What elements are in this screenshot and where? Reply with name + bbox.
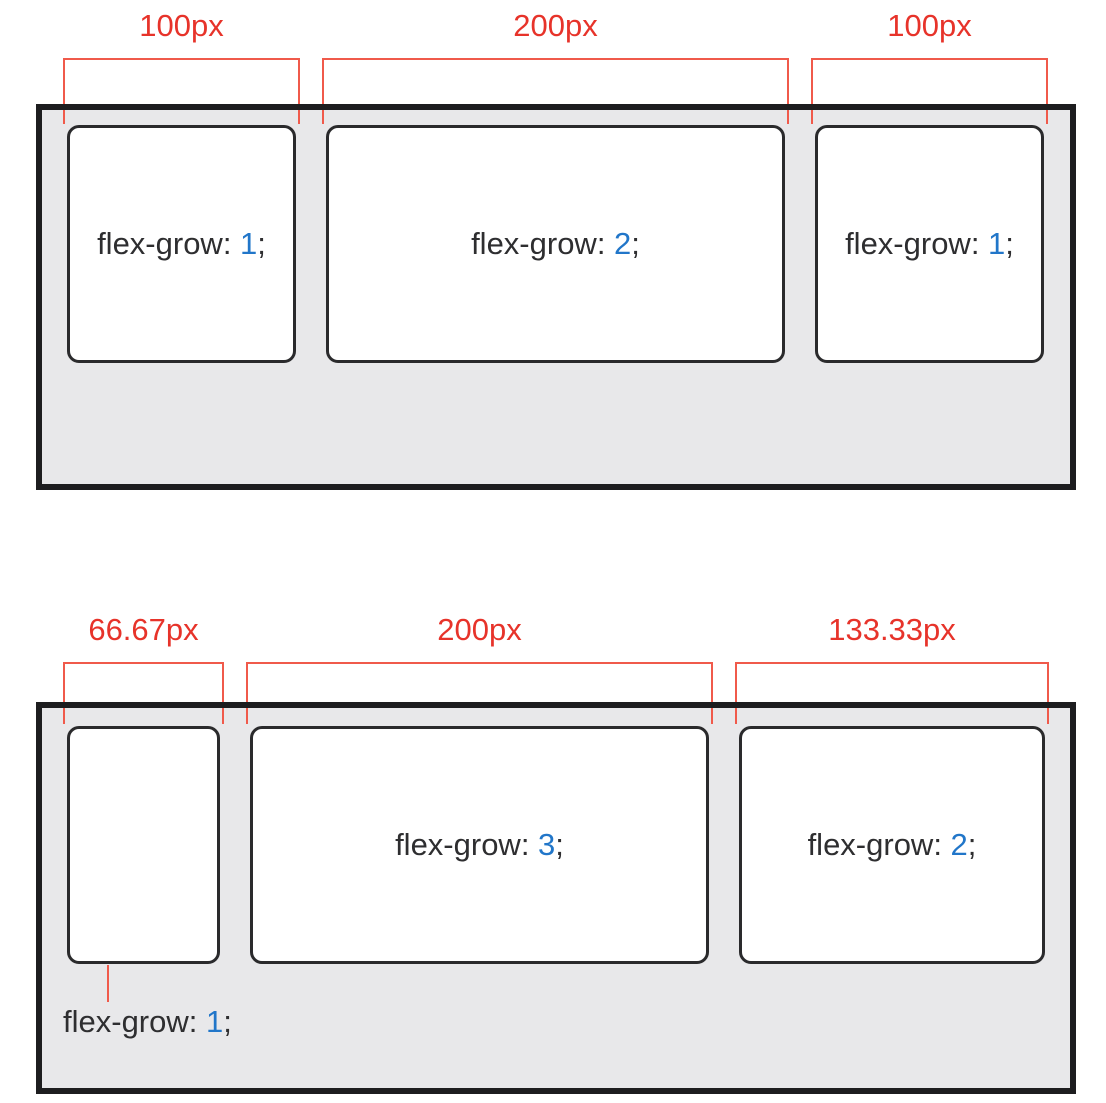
bracket-tick: [787, 110, 789, 124]
code-semicolon: ;: [555, 827, 564, 862]
code-label: flex-grow: 2;: [471, 226, 640, 262]
callout-line: [107, 965, 109, 1002]
callout-code-label: flex-grow: 1;: [63, 1002, 232, 1042]
bracket-tick: [811, 110, 813, 124]
code-value: 2: [950, 827, 968, 862]
measurement-label: 200px: [437, 612, 522, 647]
measurement-second-item: 200px: [322, 6, 789, 123]
measurement-label: 133.33px: [828, 612, 956, 647]
bracket-tick: [322, 110, 324, 124]
code-label: flex-grow: 1;: [845, 226, 1014, 262]
measurement-first-item: 66.67px: [63, 610, 224, 724]
code-property: flex-grow:: [63, 1004, 206, 1039]
flex-item-grow-1-small: [67, 726, 220, 964]
measurement-label: 200px: [513, 8, 598, 43]
bracket-tick: [1047, 708, 1049, 724]
code-property: flex-grow:: [845, 226, 989, 261]
code-property: flex-grow:: [395, 827, 539, 862]
bracket-tick: [222, 708, 224, 724]
flex-item-grow-2: flex-grow: 2;: [739, 726, 1045, 964]
measurement-bracket: [246, 662, 713, 724]
measurement-first-item: 100px: [63, 6, 300, 123]
flex-container-top: flex-grow: 1; flex-grow: 2; flex-grow: 1…: [36, 104, 1076, 490]
flex-item-grow-1b: flex-grow: 1;: [815, 125, 1044, 363]
bracket-tick: [63, 110, 65, 124]
code-semicolon: ;: [257, 226, 266, 261]
measurement-bracket: [735, 662, 1049, 724]
flex-container-bottom: flex-grow: 3; flex-grow: 2;: [36, 702, 1076, 1094]
flex-item-grow-3: flex-grow: 3;: [250, 726, 709, 964]
bracket-tick: [298, 110, 300, 124]
measurement-label: 100px: [139, 8, 224, 43]
bracket-tick: [63, 708, 65, 724]
bracket-tick: [735, 708, 737, 724]
code-property: flex-grow:: [471, 226, 615, 261]
measurement-label: 100px: [887, 8, 972, 43]
measurement-bracket: [811, 58, 1048, 123]
code-property: flex-grow:: [807, 827, 951, 862]
code-value: 1: [240, 226, 258, 261]
code-label: flex-grow: 1;: [97, 226, 266, 262]
code-semicolon: ;: [223, 1004, 232, 1039]
flex-item-grow-1: flex-grow: 1;: [67, 125, 296, 363]
code-value: 1: [205, 1004, 224, 1039]
bracket-tick: [1046, 110, 1048, 124]
code-property: flex-grow:: [97, 226, 241, 261]
measurement-bracket: [63, 58, 300, 123]
code-value: 1: [988, 226, 1006, 261]
code-semicolon: ;: [967, 827, 977, 862]
measurement-label: 66.67px: [88, 612, 199, 647]
code-value: 2: [614, 226, 632, 261]
bracket-tick: [711, 708, 713, 724]
measurement-third-item: 100px: [811, 6, 1048, 123]
code-semicolon: ;: [1005, 226, 1014, 261]
bracket-tick: [246, 708, 248, 724]
flex-item-grow-2: flex-grow: 2;: [326, 125, 785, 363]
code-label: flex-grow: 3;: [395, 827, 564, 863]
measurement-third-item: 133.33px: [735, 610, 1049, 724]
code-semicolon: ;: [631, 226, 640, 261]
measurement-second-item: 200px: [246, 610, 713, 724]
measurement-bracket: [63, 662, 224, 724]
code-label: flex-grow: 2;: [808, 827, 977, 863]
code-value: 3: [538, 827, 556, 862]
measurement-bracket: [322, 58, 789, 123]
